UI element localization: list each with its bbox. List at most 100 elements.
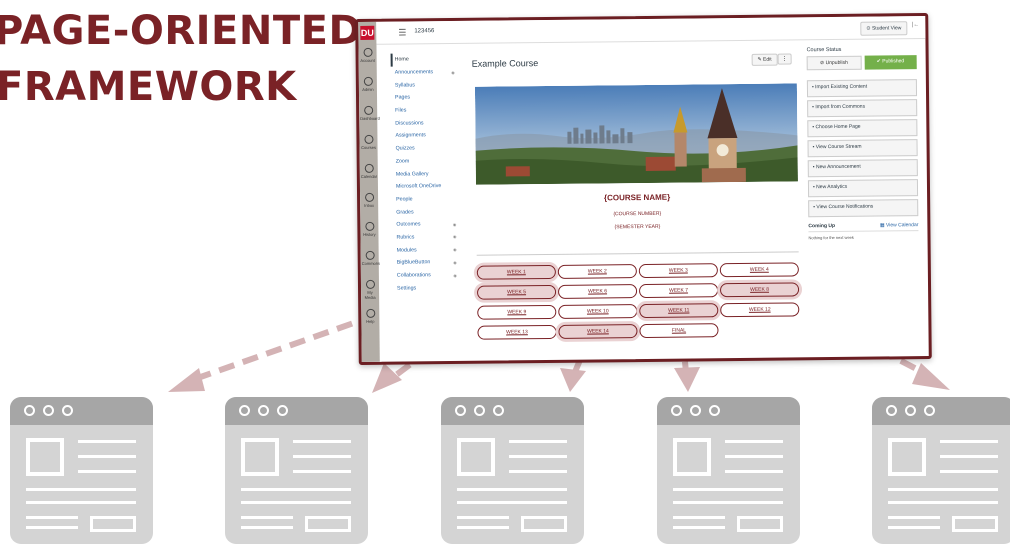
help-icon	[365, 308, 375, 318]
more-options-icon[interactable]: ⋮	[777, 53, 792, 65]
collapse-sidebar-icon[interactable]: |←	[911, 22, 920, 29]
sidebar-action-new-analytics[interactable]: ▪ New Analytics	[807, 179, 919, 198]
course-nav-item-outcomes[interactable]: Outcomes◉	[396, 218, 466, 231]
global-nav-label: Admin	[362, 86, 374, 92]
text-line	[457, 501, 567, 504]
course-nav-item-quizzes[interactable]: Quizzes	[395, 142, 465, 155]
text-line	[940, 455, 998, 458]
divider	[476, 251, 799, 256]
view-calendar-label: View Calendar	[885, 222, 919, 229]
global-nav-item-inbox[interactable]: Inbox	[361, 192, 377, 208]
sidebar-action-import-from-commons[interactable]: ▪ Import from Commons	[807, 99, 918, 118]
edit-button[interactable]: ✎ Edit	[751, 53, 778, 66]
course-nav-label: Microsoft OneDrive	[395, 183, 442, 190]
week-button-week-7[interactable]: WEEK 7	[638, 283, 719, 299]
text-line	[940, 470, 998, 473]
campus-banner-image	[474, 83, 798, 185]
course-nav-item-media-gallery[interactable]: Media Gallery	[396, 167, 466, 180]
course-nav-item-syllabus[interactable]: Syllabus	[395, 78, 465, 91]
course-nav-item-home[interactable]: Home	[390, 52, 465, 67]
text-line	[26, 526, 78, 529]
sidebar-action-view-course-notifications[interactable]: ▪ View Course Notifications	[808, 199, 919, 218]
course-nav-item-discussions[interactable]: Discussions	[395, 116, 465, 129]
course-nav-item-modules[interactable]: Modules◉	[397, 243, 467, 256]
window-dot-icon	[24, 405, 35, 416]
breadcrumb-course-id[interactable]: 123456	[414, 28, 435, 35]
course-nav-label: Modules	[396, 247, 417, 254]
window-dot-icon	[455, 405, 466, 416]
week-button-week-8[interactable]: WEEK 8	[719, 282, 800, 298]
hidden-eye-icon: ◉	[452, 221, 457, 227]
week-button-final[interactable]: FINAL	[639, 323, 719, 339]
sidebar-action-new-announcement[interactable]: ▪ New Announcement	[807, 159, 918, 178]
week-button-week-11[interactable]: WEEK 11	[639, 303, 719, 319]
week-button-week-2[interactable]: WEEK 2	[557, 264, 637, 279]
global-nav-item-admin[interactable]: Admin	[360, 76, 376, 92]
text-line	[509, 470, 567, 473]
text-line	[940, 440, 998, 443]
button-placeholder	[521, 516, 567, 532]
course-name-placeholder: {COURSE NAME}	[603, 192, 671, 203]
published-button[interactable]: ✔ Published	[864, 55, 917, 70]
global-nav-item-my-media[interactable]: My Media	[362, 279, 378, 300]
text-line	[673, 516, 725, 519]
student-view-button[interactable]: ⊙ Student View	[860, 21, 908, 36]
sidebar-action-import-existing-content[interactable]: ▪ Import Existing Content	[806, 79, 918, 98]
course-nav-item-collaborations[interactable]: Collaborations◉	[397, 269, 467, 282]
global-nav-item-commons[interactable]: Commons	[362, 250, 380, 266]
web-page-icon	[872, 397, 1010, 544]
global-nav-item-calendar[interactable]: Calendar	[360, 163, 378, 179]
text-line	[241, 488, 351, 491]
global-nav-item-account[interactable]: Account	[360, 47, 376, 63]
week-button-week-14[interactable]: WEEK 14	[558, 324, 638, 339]
week-button-week-5[interactable]: WEEK 5	[477, 284, 557, 300]
course-nav-item-announcements[interactable]: Announcements◉	[395, 66, 465, 79]
week-button-week-10[interactable]: WEEK 10	[558, 304, 638, 319]
global-nav-item-dashboard[interactable]: Dashboard	[360, 105, 380, 121]
course-nav-label: People	[396, 196, 413, 203]
global-nav-label: Calendar	[360, 173, 378, 179]
course-nav-item-assignments[interactable]: Assignments	[395, 129, 465, 142]
unpublish-button[interactable]: ⊘ Unpublish	[806, 55, 862, 71]
week-button-week-6[interactable]: WEEK 6	[557, 284, 638, 299]
web-page-icon	[441, 397, 584, 544]
week-button-week-3[interactable]: WEEK 3	[638, 263, 718, 279]
text-line	[888, 488, 998, 491]
week-button-week-13[interactable]: WEEK 13	[477, 324, 557, 340]
week-button-week-12[interactable]: WEEK 12	[720, 302, 800, 318]
view-calendar-link[interactable]: ▦ View Calendar	[880, 222, 919, 228]
week-button-week-4[interactable]: WEEK 4	[719, 262, 799, 278]
arrow-head-1	[168, 368, 205, 392]
course-nav-item-files[interactable]: Files	[395, 104, 465, 117]
text-line	[725, 470, 783, 473]
course-nav-item-bigbluebutton[interactable]: BigBlueButton◉	[397, 256, 467, 269]
student-view-label: Student View	[871, 25, 902, 32]
global-nav-item-help[interactable]: Help	[362, 308, 378, 324]
window-dot-icon	[690, 405, 701, 416]
button-placeholder	[90, 516, 136, 532]
text-line	[26, 501, 136, 504]
global-nav-item-history[interactable]: History	[361, 221, 377, 237]
sidebar-action-label: Import Existing Content	[815, 83, 868, 91]
week-button-week-1[interactable]: WEEK 1	[476, 264, 556, 280]
course-nav-item-grades[interactable]: Grades	[396, 205, 466, 218]
course-nav-item-people[interactable]: People	[396, 192, 466, 205]
course-nav-label: Settings	[396, 285, 417, 292]
global-nav-label: My Media	[364, 289, 376, 300]
course-nav-item-pages[interactable]: Pages	[395, 91, 465, 104]
window-dot-icon	[258, 405, 269, 416]
sidebar-action-choose-home-page[interactable]: ▪ Choose Home Page	[807, 119, 918, 138]
course-nav-item-zoom[interactable]: Zoom	[396, 154, 466, 167]
top-bar: ☰ 123456 ⊙ Student View |←	[376, 16, 926, 45]
hamburger-menu-icon[interactable]: ☰	[398, 27, 407, 38]
week-button-week-9[interactable]: WEEK 9	[477, 304, 557, 320]
course-nav-item-rubrics[interactable]: Rubrics◉	[396, 230, 466, 243]
global-nav-item-courses[interactable]: Courses	[360, 134, 376, 150]
sidebar-action-label: Choose Home Page	[815, 123, 861, 131]
sidebar-action-view-course-stream[interactable]: ▪ View Course Stream	[807, 139, 918, 158]
course-nav-label: Quizzes	[395, 145, 415, 152]
sidebar-action-label: Import from Commons	[815, 103, 866, 111]
window-dot-icon	[493, 405, 504, 416]
course-nav-item-microsoft-onedrive[interactable]: Microsoft OneDrive	[396, 180, 466, 193]
course-nav-item-settings[interactable]: Settings	[397, 281, 467, 294]
